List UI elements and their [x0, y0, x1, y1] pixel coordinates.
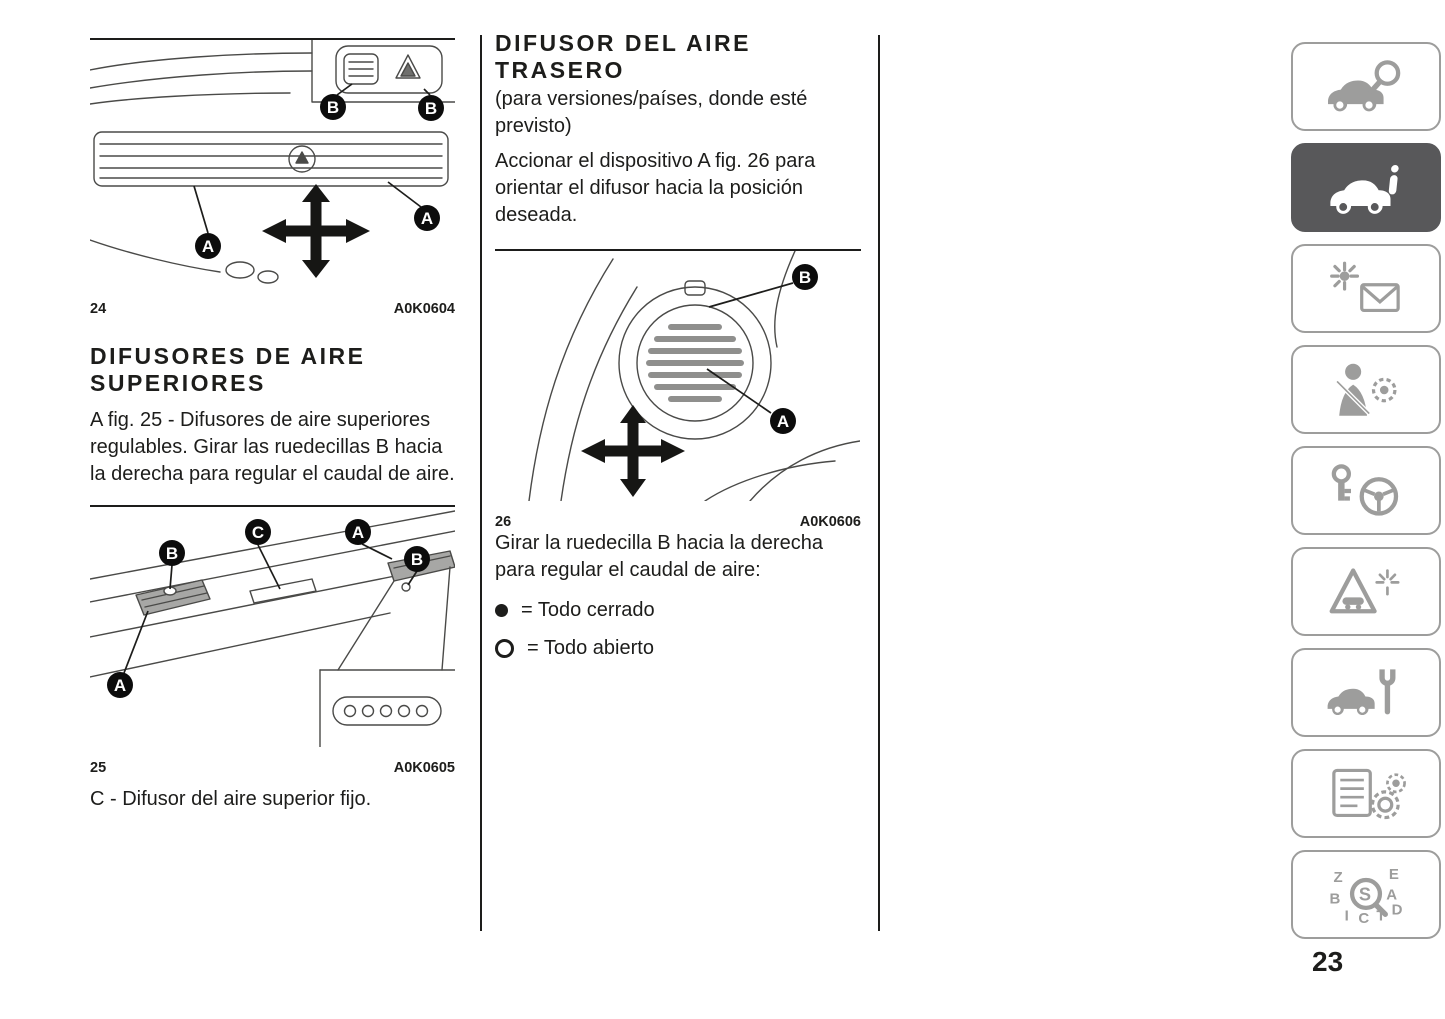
sidebar-tab-warning-lights[interactable]: [1291, 244, 1441, 333]
svg-text:I: I: [1345, 907, 1349, 924]
callout-b2: B: [418, 95, 444, 121]
svg-text:B: B: [411, 550, 423, 569]
svg-text:A: A: [777, 412, 789, 431]
airflow-arrows: [581, 405, 685, 497]
sidebar-tab-emergency[interactable]: [1291, 547, 1441, 636]
sidebar-tab-safety[interactable]: [1291, 345, 1441, 434]
sidebar-tab-maintenance[interactable]: [1291, 648, 1441, 737]
svg-text:B: B: [799, 268, 811, 287]
svg-text:D: D: [1392, 901, 1403, 918]
fig25-number: 25: [90, 760, 107, 776]
svg-text:A: A: [352, 523, 364, 542]
svg-text:C: C: [1358, 909, 1369, 924]
svg-text:A: A: [114, 676, 126, 695]
fig24-number: 24: [90, 301, 107, 317]
emergency-icon: [1329, 567, 1400, 613]
callout-b1: B: [320, 94, 346, 120]
fig25-code: A0K0605: [393, 760, 455, 776]
svg-text:B: B: [327, 98, 339, 117]
section-tab-sidebar: Z E B A D I C T S: [1291, 42, 1441, 939]
svg-text:A: A: [421, 209, 433, 228]
callout-b: B: [792, 264, 818, 290]
column-divider-left: [480, 35, 482, 931]
column-divider-right: [878, 35, 880, 931]
svg-text:Z: Z: [1334, 869, 1343, 886]
warning-lights-messages-icon: [1330, 261, 1400, 312]
figure-25: B C A B A 25: [89, 505, 456, 776]
fig24-dashboard-vents-drawing: B B A A: [89, 39, 456, 284]
sidebar-tab-technical-data[interactable]: [1291, 749, 1441, 838]
fig26-number: 26: [495, 514, 512, 530]
svg-text:B: B: [425, 99, 437, 118]
callout-a: A: [770, 408, 796, 434]
starting-driving-icon: [1331, 463, 1399, 516]
bullet-todo-abierto: = Todo abierto: [495, 637, 861, 660]
figure-24: B B A A 24 A0K0604: [89, 38, 456, 317]
filled-circle-icon: [495, 604, 508, 617]
figure-26: B A 26 A0K0606: [495, 249, 861, 530]
fig25-caption: 25 A0K0605: [90, 760, 455, 776]
middle-column: DIFUSOR DEL AIRE TRASERO (para versiones…: [495, 30, 861, 660]
heading-difusor-trasero: DIFUSOR DEL AIRE TRASERO: [495, 30, 751, 83]
fig25-roof-vents-drawing: B C A B A: [89, 510, 456, 748]
sidebar-tab-car-info-active[interactable]: [1291, 143, 1441, 232]
callout-a1: A: [195, 233, 221, 259]
svg-text:B: B: [166, 544, 178, 563]
fig26-code: A0K0606: [799, 514, 861, 530]
maintenance-care-icon: [1327, 668, 1396, 715]
svg-text:B: B: [1330, 890, 1341, 907]
callout-a2: A: [414, 205, 440, 231]
index-icon: Z E B A D I C T S: [1330, 865, 1403, 924]
note-fixed-diffuser: C - Difusor del aire superior fijo.: [90, 788, 372, 810]
bullet-todo-cerrado: = Todo cerrado: [495, 599, 861, 622]
bullet-text: = Todo abierto: [527, 637, 654, 659]
open-circle-icon: [495, 639, 514, 658]
left-column: B B A A 24 A0K0604 DIFUSORE: [89, 38, 456, 813]
fig24-code: A0K0604: [393, 301, 455, 317]
callout-c: C: [245, 519, 271, 545]
svg-text:A: A: [202, 237, 214, 256]
car-info-icon: [1330, 164, 1399, 214]
svg-text:S: S: [1359, 884, 1371, 904]
callout-b1: B: [159, 540, 185, 566]
sidebar-tab-index[interactable]: Z E B A D I C T S: [1291, 850, 1441, 939]
svg-text:C: C: [252, 523, 264, 542]
bullet-text: = Todo cerrado: [521, 599, 655, 621]
sidebar-tab-starting-driving[interactable]: [1291, 446, 1441, 535]
callout-a1: A: [345, 519, 371, 545]
callout-a2: A: [107, 672, 133, 698]
airflow-arrows: [262, 184, 370, 278]
version-note: (para versiones/países, donde esté previ…: [495, 88, 808, 137]
svg-text:T: T: [1376, 907, 1385, 924]
fig24-caption: 24 A0K0604: [90, 301, 455, 317]
fig26-rear-vent-drawing: B A: [528, 250, 861, 502]
technical-data-icon: [1332, 768, 1406, 819]
svg-text:E: E: [1389, 865, 1399, 882]
middle-paragraph-2: Girar la ruedecilla B hacia la derecha p…: [495, 532, 823, 581]
fig26-caption: 26 A0K0606: [495, 514, 861, 530]
safety-icon: [1335, 363, 1397, 416]
car-knowledge-icon: [1328, 59, 1401, 111]
middle-paragraph-1: Accionar el dispositivo A fig. 26 para o…: [495, 150, 816, 226]
left-paragraph: A fig. 25 - Difusores de aire superiores…: [90, 409, 455, 485]
page-number: 23: [1312, 946, 1344, 977]
heading-difusores-superiores: DIFUSORES DE AIRE SUPERIORES: [90, 343, 366, 396]
svg-text:A: A: [1386, 886, 1397, 903]
callout-b2: B: [404, 546, 430, 572]
sidebar-tab-car-knowledge[interactable]: [1291, 42, 1441, 131]
